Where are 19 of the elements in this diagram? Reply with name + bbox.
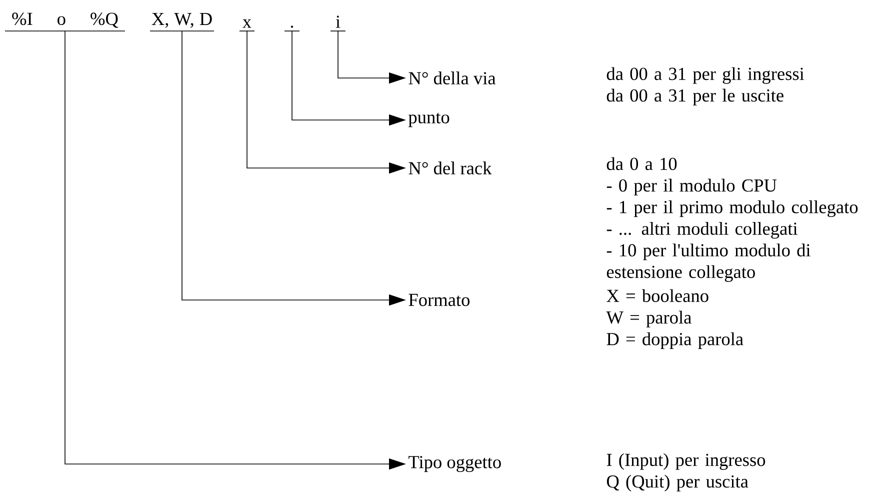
node-label: - ... altri moduli collegati [606, 222, 798, 239]
field-label: Tipo oggetto [408, 456, 501, 472]
description-text: da 00 a 31 per gli ingressi da 00 a 31 per le uscite [606, 67, 804, 106]
underlined-field: %I o %Q [4, 12, 126, 32]
underlined-field: x [239, 19, 255, 32]
field-label: N° della via [408, 72, 496, 84]
description-text: da 0 a 10 - 0 per il modulo CPU - 1 per il primo modulo collegato - ... altri moduli collegati - 10 per l'ultimo modulo di estensione collegato [606, 157, 858, 282]
description-text: X = booleano W = parola D = doppia parola [606, 289, 744, 349]
field-label: punto [408, 112, 450, 128]
underlined-field: i [330, 16, 346, 32]
node-label: - 10 per l'ultimo modulo di estensione collegato [606, 244, 810, 282]
underlined-field: X, W, D [150, 13, 214, 32]
field-label: N° del rack [408, 162, 492, 174]
field-label: Formato [408, 294, 470, 306]
node-label: da 0 a 10 [606, 157, 677, 170]
underlined-field: . [284, 26, 300, 32]
node-label: - 0 per il modulo CPU [606, 178, 777, 196]
description-text: I (Input) per ingresso Q (Quit) per uscita [606, 453, 766, 492]
node-label: - 1 per il primo modulo collegato [606, 200, 858, 218]
